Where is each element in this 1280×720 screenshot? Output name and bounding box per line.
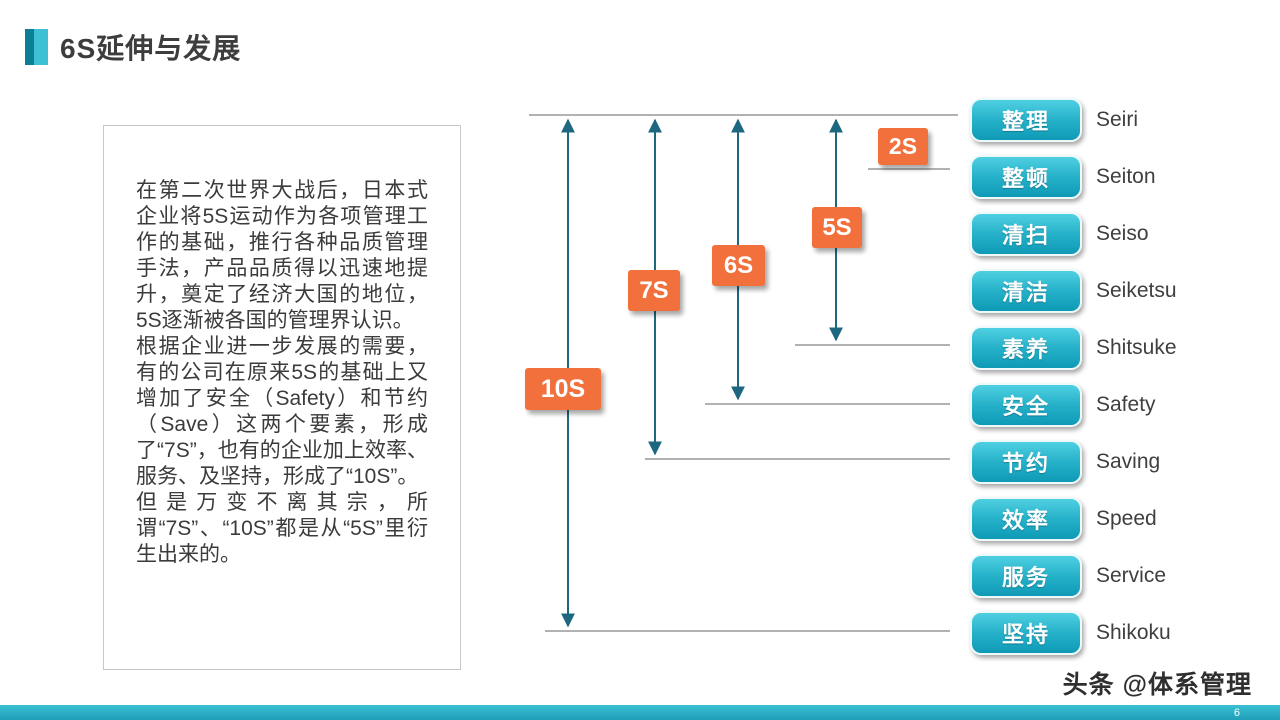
page-number: 6	[1233, 707, 1240, 719]
term-english-seiton: Seiton	[1096, 165, 1156, 188]
term-english-service: Service	[1096, 564, 1167, 587]
term-button-seiketsu: 清洁	[970, 269, 1082, 313]
term-english-seiso: Seiso	[1096, 222, 1149, 245]
term-english-seiri: Seiri	[1096, 108, 1139, 131]
title-block: 6S延伸与发展	[25, 27, 241, 67]
term-english-shikoku: Shikoku	[1096, 621, 1171, 644]
title-accent-bar-light	[34, 29, 48, 65]
term-english-shitsuke: Shitsuke	[1096, 336, 1177, 359]
term-english-saving: Saving	[1096, 450, 1161, 473]
term-english-safety: Safety	[1096, 393, 1156, 416]
title-accent-bar-dark	[25, 29, 34, 65]
term-button-safety: 安全	[970, 383, 1082, 427]
stage-label-7s: 7S	[628, 270, 680, 311]
term-button-service: 服务	[970, 554, 1082, 598]
term-button-seiso: 清扫	[970, 212, 1082, 256]
term-button-seiton: 整顿	[970, 155, 1082, 199]
terms-column: 整理 Seiri 整顿 Seiton 清扫 Seiso 清洁 Seiketsu …	[970, 98, 1177, 655]
term-button-seiri: 整理	[970, 98, 1082, 142]
term-english-speed: Speed	[1096, 507, 1157, 530]
term-row-service: 服务 Service	[970, 554, 1177, 598]
intro-paragraph-2: 根据企业进一步发展的需要，有的公司在原来5S的基础上又增加了安全（Safety）…	[136, 335, 428, 488]
term-row-safety: 安全 Safety	[970, 383, 1177, 427]
term-row-seiso: 清扫 Seiso	[970, 212, 1177, 256]
term-row-seiri: 整理 Seiri	[970, 98, 1177, 142]
watermark-text: 头条 @体系管理	[1062, 671, 1252, 699]
term-row-saving: 节约 Saving	[970, 440, 1177, 484]
term-button-speed: 效率	[970, 497, 1082, 541]
stage-label-10s: 10S	[525, 368, 601, 410]
intro-paragraph-1: 在第二次世界大战后，日本式企业将5S运动作为各项管理工作的基础，推行各种品质管理…	[136, 179, 428, 332]
term-row-seiketsu: 清洁 Seiketsu	[970, 269, 1177, 313]
stage-label-5s: 5S	[812, 207, 862, 248]
page-title: 6S延伸与发展	[60, 33, 242, 64]
term-row-shitsuke: 素养 Shitsuke	[970, 326, 1177, 370]
term-english-seiketsu: Seiketsu	[1096, 279, 1177, 302]
footer-bar: 6	[0, 705, 1280, 720]
stage-label-2s: 2S	[878, 128, 928, 165]
intro-text-box: 在第二次世界大战后，日本式企业将5S运动作为各项管理工作的基础，推行各种品质管理…	[103, 125, 461, 670]
term-button-shitsuke: 素养	[970, 326, 1082, 370]
intro-paragraph-3: 但是万变不离其宗，所谓“7S”、“10S”都是从“5S”里衍生出来的。	[136, 491, 428, 566]
term-button-saving: 节约	[970, 440, 1082, 484]
stage-label-6s: 6S	[712, 245, 765, 286]
term-row-shikoku: 坚持 Shikoku	[970, 611, 1177, 655]
term-button-shikoku: 坚持	[970, 611, 1082, 655]
term-row-seiton: 整顿 Seiton	[970, 155, 1177, 199]
term-row-speed: 效率 Speed	[970, 497, 1177, 541]
